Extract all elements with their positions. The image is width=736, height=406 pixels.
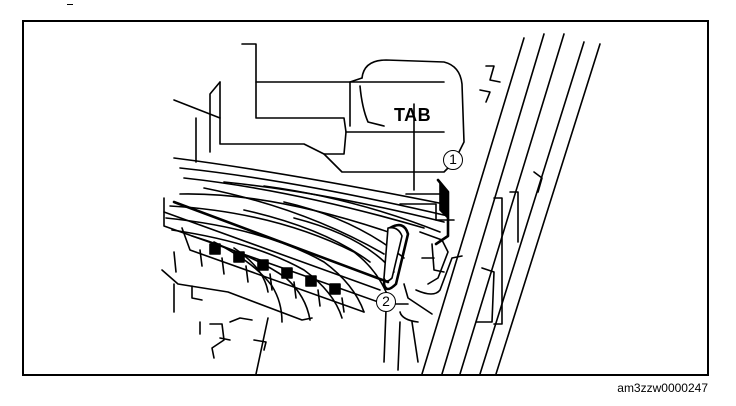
relay-cover (349, 59, 465, 163)
connector-block (163, 197, 409, 313)
lower-frame (161, 269, 313, 374)
engine-bay-illustration (161, 33, 601, 374)
tab-label: TAB (394, 105, 432, 125)
callout-number-1: 1 (443, 150, 463, 170)
body-rails (421, 33, 601, 374)
wire-harness (165, 157, 449, 323)
corner-mark (67, 4, 73, 5)
reference-code: am3zzw0000247 (617, 381, 708, 395)
callout-number-2: 2 (376, 292, 396, 312)
diagram-frame: TAB 1 2 (22, 20, 709, 376)
tab-bracket (382, 103, 463, 371)
